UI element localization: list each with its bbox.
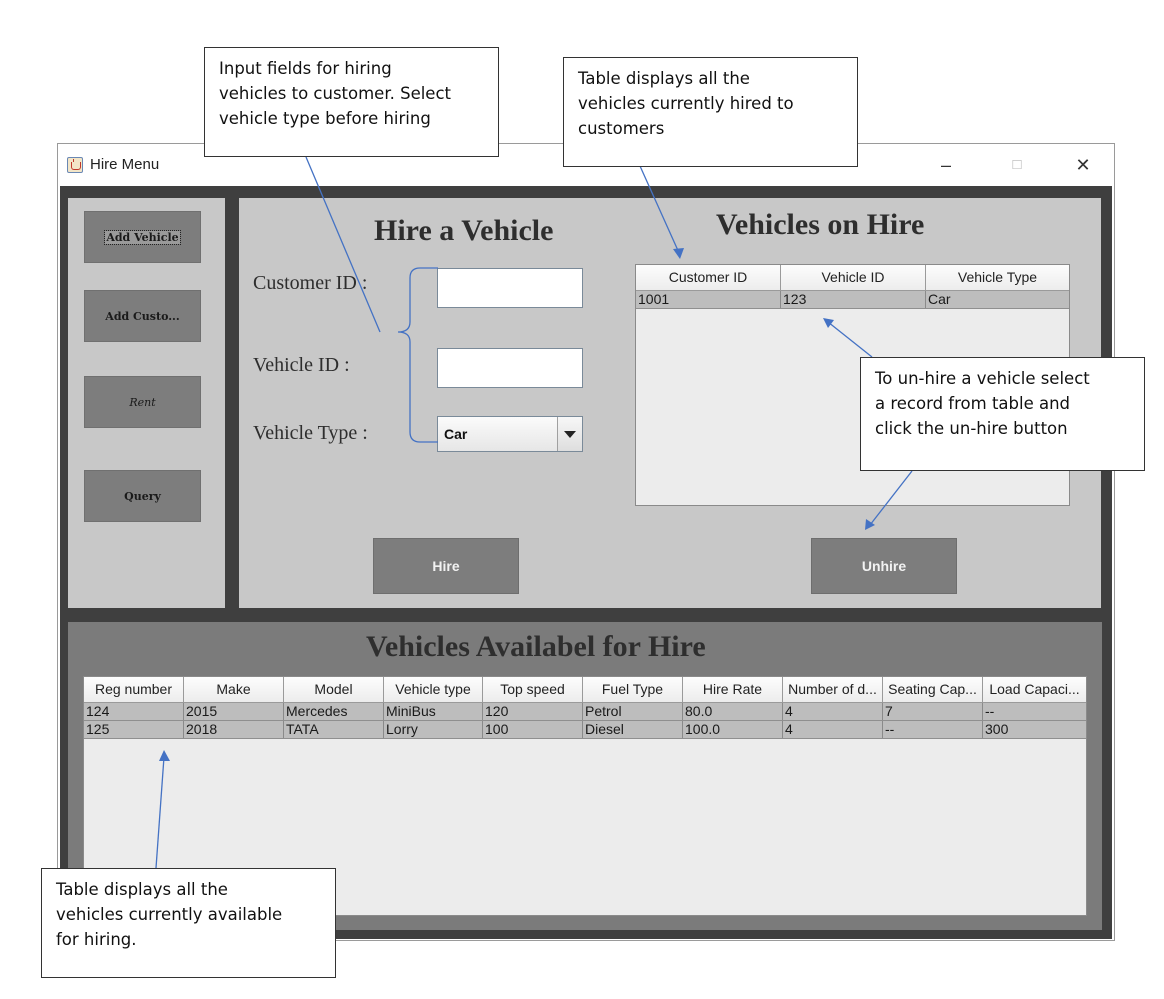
hire-button[interactable]: Hire	[373, 538, 519, 594]
dropdown-arrow-icon[interactable]	[557, 417, 582, 451]
column-header[interactable]: Fuel Type	[583, 677, 683, 703]
unhire-callout: To un-hire a vehicle select a record fro…	[860, 357, 1145, 471]
query-button[interactable]: Query	[84, 470, 201, 522]
table-cell: Lorry	[384, 721, 483, 738]
table-cell: 2015	[184, 703, 284, 720]
column-header[interactable]: Hire Rate	[683, 677, 783, 703]
vehicle-type-selected: Car	[444, 426, 468, 442]
column-header[interactable]: Vehicle type	[384, 677, 483, 703]
callout-line: Input fields for hiring	[219, 59, 392, 78]
input-fields-callout: Input fields for hiring vehicles to cust…	[204, 47, 499, 157]
customer-id-input[interactable]	[437, 268, 583, 308]
table-cell: 1001	[636, 291, 781, 308]
column-header[interactable]: Reg number	[84, 677, 184, 703]
column-header[interactable]: Customer ID	[636, 265, 781, 291]
hire-vehicle-heading: Hire a Vehicle	[374, 214, 554, 247]
callout-line: vehicles currently hired to	[578, 94, 794, 113]
available-vehicles-heading: Vehicles Availabel for Hire	[366, 630, 706, 663]
vehicle-id-input[interactable]	[437, 348, 583, 388]
customer-id-label: Customer ID :	[253, 272, 368, 294]
table-cell: --	[883, 721, 983, 738]
table-cell: 120	[483, 703, 583, 720]
table-row[interactable]: 125 2018 TATA Lorry 100 Diesel 100.0 4 -…	[84, 721, 1086, 739]
vehicle-id-label: Vehicle ID :	[253, 354, 350, 376]
table-cell: Car	[928, 291, 951, 307]
vehicle-type-label: Vehicle Type :	[253, 422, 368, 444]
available-vehicles-panel: Vehicles Availabel for Hire Reg number M…	[68, 622, 1102, 930]
available-vehicles-table[interactable]: Reg number Make Model Vehicle type Top s…	[83, 676, 1087, 916]
callout-line: click the un-hire button	[875, 419, 1068, 438]
navigation-panel: Add Vehicle Add Custo... Rent Query	[68, 198, 225, 608]
table-cell: 100	[483, 721, 583, 738]
available-table-callout: Table displays all the vehicles currentl…	[41, 868, 336, 978]
callout-line: vehicles currently available	[56, 905, 283, 924]
table-cell: 80.0	[683, 703, 783, 720]
window-title: Hire Menu	[90, 156, 160, 173]
table-header: Reg number Make Model Vehicle type Top s…	[84, 677, 1086, 703]
table-cell: 300	[985, 721, 1009, 737]
table-cell: MiniBus	[384, 703, 483, 720]
table-header: Customer ID Vehicle ID Vehicle Type	[636, 265, 1069, 291]
callout-line: vehicle type before hiring	[219, 109, 431, 128]
column-header[interactable]: Top speed	[483, 677, 583, 703]
column-header[interactable]: Make	[184, 677, 284, 703]
column-header[interactable]: Load Capaci...	[983, 677, 1086, 703]
vehicle-type-dropdown[interactable]: Car	[437, 416, 583, 452]
rent-button[interactable]: Rent	[84, 376, 201, 428]
table-cell: Petrol	[583, 703, 683, 720]
java-app-icon	[67, 157, 83, 173]
on-hire-table-callout: Table displays all the vehicles currentl…	[563, 57, 858, 167]
callout-line: To un-hire a vehicle select	[875, 369, 1090, 388]
callout-line: Table displays all the	[56, 880, 228, 899]
table-cell: 100.0	[683, 721, 783, 738]
table-cell: Diesel	[583, 721, 683, 738]
table-cell: 124	[84, 703, 184, 720]
add-vehicle-button[interactable]: Add Vehicle	[84, 211, 201, 263]
minimize-icon[interactable]: –	[940, 155, 951, 175]
window-content: Add Vehicle Add Custo... Rent Query Hire…	[60, 186, 1112, 939]
table-cell: 125	[84, 721, 184, 738]
callout-line: for hiring.	[56, 930, 137, 949]
column-header[interactable]: Seating Cap...	[883, 677, 983, 703]
table-cell: 2018	[184, 721, 284, 738]
table-cell: Mercedes	[284, 703, 384, 720]
table-cell: 7	[883, 703, 983, 720]
add-vehicle-label: Add Vehicle	[104, 229, 181, 245]
column-header[interactable]: Number of d...	[783, 677, 883, 703]
column-header[interactable]: Model	[284, 677, 384, 703]
table-row[interactable]: 124 2015 Mercedes MiniBus 120 Petrol 80.…	[84, 703, 1086, 721]
column-header[interactable]: Vehicle ID	[781, 265, 926, 291]
callout-line: vehicles to customer. Select	[219, 84, 451, 103]
table-cell: 4	[783, 721, 883, 738]
table-cell: 4	[783, 703, 883, 720]
add-customer-button[interactable]: Add Custo...	[84, 290, 201, 342]
vehicles-on-hire-heading: Vehicles on Hire	[716, 208, 925, 241]
table-cell: --	[985, 703, 995, 719]
callout-line: customers	[578, 119, 665, 138]
callout-line: a record from table and	[875, 394, 1071, 413]
table-cell: TATA	[284, 721, 384, 738]
callout-line: Table displays all the	[578, 69, 750, 88]
maximize-icon[interactable]: □	[1012, 156, 1022, 173]
unhire-button[interactable]: Unhire	[811, 538, 957, 594]
table-row[interactable]: 1001 123 Car	[636, 291, 1069, 309]
hire-menu-window: Hire Menu – □ ✕ Add Vehicle Add Custo...…	[57, 143, 1115, 941]
close-icon[interactable]: ✕	[1075, 155, 1091, 175]
table-cell: 123	[781, 291, 926, 308]
column-header[interactable]: Vehicle Type	[926, 265, 1069, 291]
